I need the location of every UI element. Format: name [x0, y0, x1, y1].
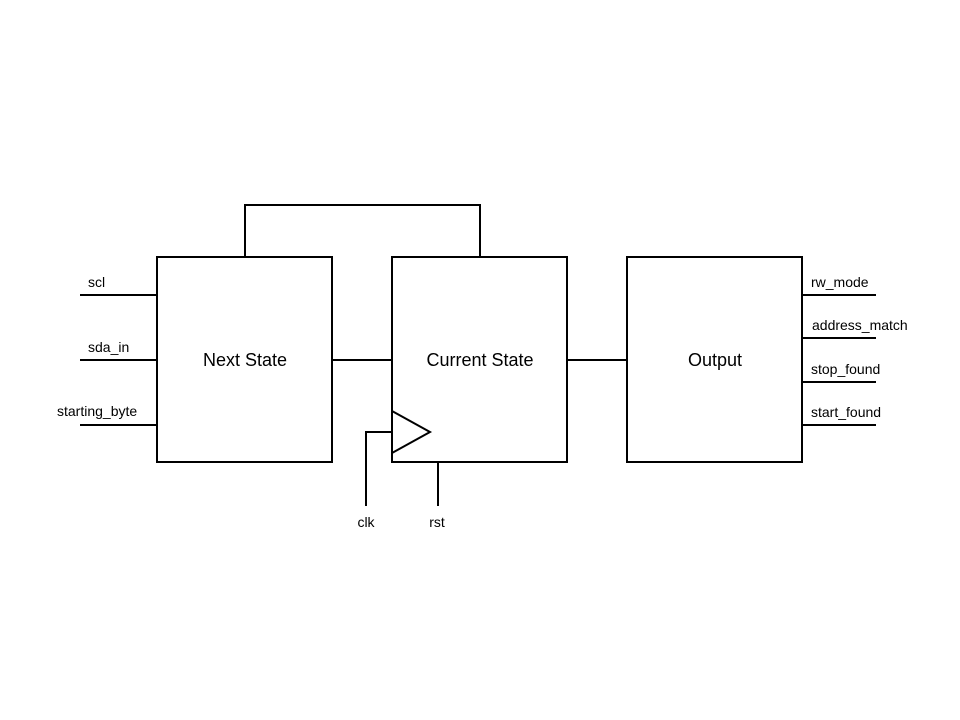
clock-triangle-icon	[391, 410, 433, 454]
output-label-start-found: start_found	[811, 404, 881, 420]
output-label: Output	[688, 350, 742, 370]
next-state-block	[156, 256, 333, 463]
clock-wire	[365, 431, 392, 506]
input-label-sda-in: sda_in	[88, 339, 129, 355]
output-label-stop-found: stop_found	[811, 361, 880, 377]
current-state-label: Current State	[426, 350, 533, 370]
next-state-label: Next State	[203, 350, 287, 370]
input-label-starting-byte: starting_byte	[57, 403, 137, 419]
output-label-rw-mode: rw_mode	[811, 274, 869, 290]
clock-label: clk	[357, 514, 375, 530]
reset-label: rst	[429, 514, 445, 530]
input-label-scl: scl	[88, 274, 105, 290]
output-block	[626, 256, 803, 463]
feedback-wire	[244, 204, 481, 257]
output-label-address-match: address_match	[812, 317, 908, 333]
